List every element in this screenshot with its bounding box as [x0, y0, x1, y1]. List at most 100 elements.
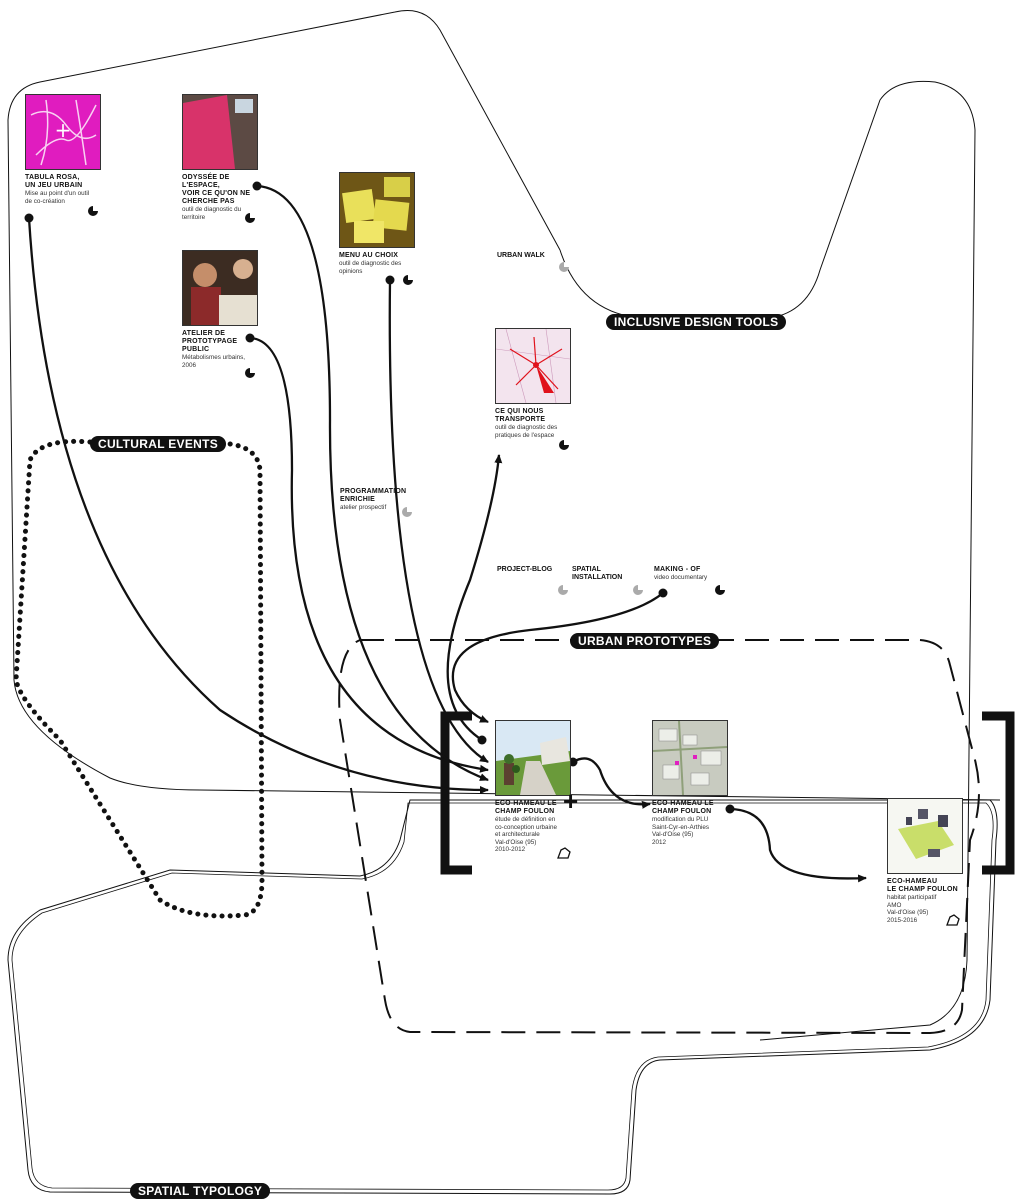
label-cultural-events: CULTURAL EVENTS [90, 436, 227, 452]
making-title-line-1: MAKING - OF [654, 566, 701, 573]
eco2-sub-line-4: 2012 [652, 838, 667, 846]
flow-eco2-to-eco3 [729, 807, 867, 883]
progress-quarter-pie-icon [245, 368, 255, 378]
flow-eco1-to-eco2 [572, 757, 651, 809]
atelier-title-line-3: PUBLIC [182, 346, 210, 353]
progress-quarter-pie-icon [245, 213, 255, 223]
eco3-sub-line-1: habitat participatif [887, 894, 937, 901]
region-outline-spatial [7, 799, 998, 1195]
menu-title-line-1: MENU AU CHOIX [339, 252, 399, 259]
flow-odyssee [256, 184, 489, 782]
eco1-sub-line-2: co-conception urbaine [495, 823, 557, 831]
house-icon [557, 847, 571, 859]
tool-urban-walk[interactable]: URBAN WALK [497, 252, 545, 259]
spatial-title-line-1: SPATIAL [572, 566, 601, 573]
region-outline-prototypes [338, 639, 980, 1035]
atelier-title-line-2: PROTOTYPAGE [182, 338, 238, 345]
tool-project-blog[interactable]: PROJECT-BLOG [497, 566, 553, 573]
flow-menu [388, 279, 489, 763]
programmation-sub-line-1: atelier prospectif [340, 504, 387, 511]
progress-quarter-pie-icon [633, 585, 643, 595]
eco1-sub-line-5: 2010-2012 [495, 846, 526, 853]
house-icon [946, 914, 960, 926]
odyssee-sub-line-1: outil de diagnostic du [182, 206, 242, 213]
progress-quarter-pie-icon [88, 206, 98, 216]
odyssee-title-line-3: VOIR CE QU'ON NE [182, 190, 251, 197]
menu-sub-line-2: opinions [339, 267, 363, 275]
eco3-sub-line-3: Val-d'Oise (95) [887, 909, 929, 916]
eco-hameau-2012-image [652, 720, 728, 796]
eco1-title-line-2: CHAMP FOULON [495, 808, 555, 815]
label-inclusive-design-tools: INCLUSIVE DESIGN TOOLS [606, 314, 787, 330]
tabula-title-line-1: TABULA ROSA, [25, 174, 80, 181]
odyssee-image [182, 94, 258, 170]
tabula-rosa-image: + [25, 94, 101, 170]
transporte-title-line-2: TRANSPORTE [495, 416, 546, 423]
flow-making-to-eco1 [451, 592, 664, 724]
eco2-sub-line-3: Val-d'Oise (95) [652, 831, 694, 838]
menu-image [339, 172, 415, 248]
eco3-sub-line-2: AMO [887, 901, 902, 909]
eco3-sub-line-4: 2015-2016 [887, 916, 918, 924]
odyssee-title-line-2: L'ESPACE, [182, 182, 220, 189]
odyssee-title-line-4: CHERCHE PAS [182, 198, 235, 205]
atelier-sub-line-1: Métabolismes urbains, [182, 354, 245, 361]
progress-quarter-pie-icon [559, 440, 569, 450]
eco3-title-line-1: ECO-HAMEAU [887, 878, 938, 885]
transporte-image [495, 328, 571, 404]
progress-quarter-pie-icon [558, 585, 568, 595]
eco1-sub-line-4: Val-d'Oise (95) [495, 838, 537, 846]
eco3-title-line-2: LE CHAMP FOULON [887, 886, 958, 893]
region-outline-cultural [13, 438, 265, 919]
atelier-title-line-1: ATELIER DE [182, 330, 226, 337]
label-urban-prototypes: URBAN PROTOTYPES [570, 633, 720, 649]
transporte-sub-line-2: pratiques de l'espace [495, 431, 555, 439]
flow-atelier [249, 336, 489, 773]
region-outline-main [7, 10, 1001, 801]
svg-text:+: + [55, 118, 72, 142]
odyssee-title-line-1: ODYSSÉE DE [182, 174, 230, 181]
progress-quarter-pie-icon [715, 585, 725, 595]
eco2-title-line-2: CHAMP FOULON [652, 808, 712, 815]
tool-spatial-installation[interactable]: SPATIAL INSTALLATION [572, 566, 622, 582]
programmation-title-line-1: PROGRAMMATION [340, 488, 407, 495]
spatial-title-line-2: INSTALLATION [572, 574, 623, 581]
eco2-title-line-1: ECO-HAMEAU LE [652, 800, 714, 807]
eco1-sub-line-1: étude de définition en [495, 816, 556, 823]
flow-tabula [27, 217, 489, 794]
eco1-title-line-1: ECO-HAMEAU LE [495, 800, 557, 807]
programmation-title-line-2: ENRICHIE [340, 496, 376, 503]
label-spatial-typology: SPATIAL TYPOLOGY [130, 1183, 271, 1199]
atelier-sub-line-2: 2006 [182, 361, 197, 369]
menu-sub-line-1: outil de diagnostic des [339, 260, 402, 267]
flow-eco1-to-transporte [446, 454, 503, 741]
progress-quarter-pie-icon [402, 507, 412, 517]
eco-hameau-2010-image [495, 720, 571, 796]
tool-tabula-rosa[interactable]: + TABULA ROSA,UN JEU URBAIN Mise au poin… [25, 94, 103, 205]
transporte-title-line-1: CE QUI NOUS [495, 408, 544, 415]
eco-hameau-2015-image [887, 798, 963, 874]
eco2-sub-line-2: Saint-Cyr-en-Arthies [652, 823, 710, 831]
tabula-sub-line-2: de co-création [25, 197, 65, 205]
tool-making-of[interactable]: MAKING - OF video documentary [654, 566, 744, 582]
odyssee-sub-line-2: territoire [182, 213, 206, 221]
progress-quarter-pie-icon [403, 275, 413, 285]
eco1-sub-line-3: et architecturale [495, 831, 540, 838]
making-sub-line-1: video documentary [654, 574, 708, 581]
progress-quarter-pie-icon [559, 262, 569, 272]
tabula-sub-line-1: Mise au point d'un outil [25, 190, 90, 197]
eco2-sub-line-1: modification du PLU [652, 816, 709, 823]
plus-icon: + [563, 786, 579, 816]
bracket-right [982, 711, 1015, 875]
atelier-image [182, 250, 258, 326]
tabula-title-line-2: UN JEU URBAIN [25, 182, 83, 189]
